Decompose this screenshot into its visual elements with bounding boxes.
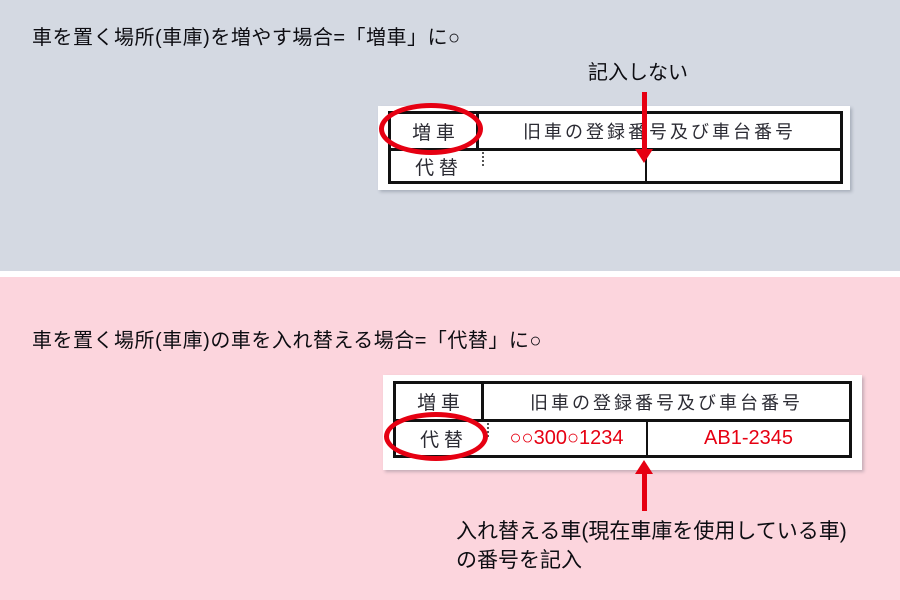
red-circle-daitai xyxy=(384,412,488,461)
form-cell-daitai: 代 替 xyxy=(415,157,458,179)
arrow-stem xyxy=(641,474,647,511)
replace-heading: 車を置く場所(車庫)の車を入れ替える場合=「代替」に○ xyxy=(32,330,542,352)
replace-instruction-line1: 入れ替える車(現在車庫を使用している車) xyxy=(456,520,847,543)
arrow-up-icon xyxy=(635,460,653,511)
red-circle-zousha xyxy=(379,103,483,155)
arrow-head xyxy=(635,149,653,163)
replace-instruction-note: 入れ替える車(現在車庫を使用している車) の番号を記入 xyxy=(456,517,847,575)
dotted-divider xyxy=(487,423,489,437)
form-cell-zousha: 増 車 xyxy=(396,384,484,419)
increase-heading: 車を置く場所(車庫)を増やす場合=「増車」に○ xyxy=(32,27,461,49)
do-not-fill-note: 記入しない xyxy=(588,62,688,84)
replace-instruction-line2: の番号を記入 xyxy=(456,549,582,572)
arrow-down-icon xyxy=(635,92,653,163)
arrow-head xyxy=(635,460,653,474)
chassis-number-cell xyxy=(647,151,840,181)
chassis-number-cell: AB1-2345 xyxy=(704,427,793,449)
registration-number-cell xyxy=(482,151,647,181)
registration-number-cell: ○○300○1234 xyxy=(487,422,648,455)
dotted-divider xyxy=(482,152,484,166)
form-header-old-car-numbers: 旧車の登録番号及び車台番号 xyxy=(530,392,803,413)
panel-increase-vehicle: 車を置く場所(車庫)を増やす場合=「増車」に○ 記入しない 増 車 旧車の登録番… xyxy=(0,0,900,271)
form-row-zousha: 増 車 旧車の登録番号及び車台番号 xyxy=(396,384,849,422)
arrow-stem xyxy=(641,92,647,149)
form-row-daitai: 代 替 xyxy=(391,151,840,181)
form-header-old-car-numbers: 旧車の登録番号及び車台番号 xyxy=(523,122,796,142)
